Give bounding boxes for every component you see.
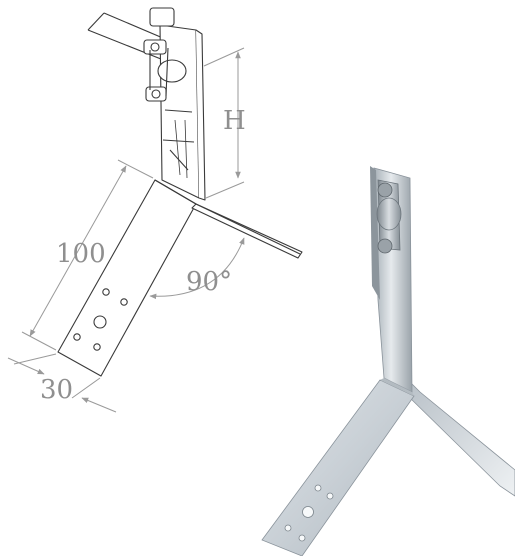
- wing-plate: [154, 179, 303, 259]
- clamp: [143, 7, 187, 102]
- dimension-label-length: 100: [56, 239, 106, 269]
- photo-base-plate: [261, 379, 415, 556]
- technical-drawing: [57, 7, 303, 377]
- dimension-label-width: 30: [40, 375, 73, 405]
- product-photo: [261, 166, 515, 556]
- dimension-label-angle: 90°: [186, 267, 232, 297]
- dimension-label-height: H: [223, 106, 246, 136]
- photo-bolt-bottom-icon: [377, 238, 393, 254]
- stem-plate: [159, 24, 206, 201]
- dimension-lines: [7, 47, 245, 413]
- base-plate: [57, 179, 197, 377]
- photo-wing-plate: [407, 379, 515, 497]
- photo-mounting-holes: [284, 484, 334, 542]
- photo-bolt-top-icon: [377, 182, 393, 198]
